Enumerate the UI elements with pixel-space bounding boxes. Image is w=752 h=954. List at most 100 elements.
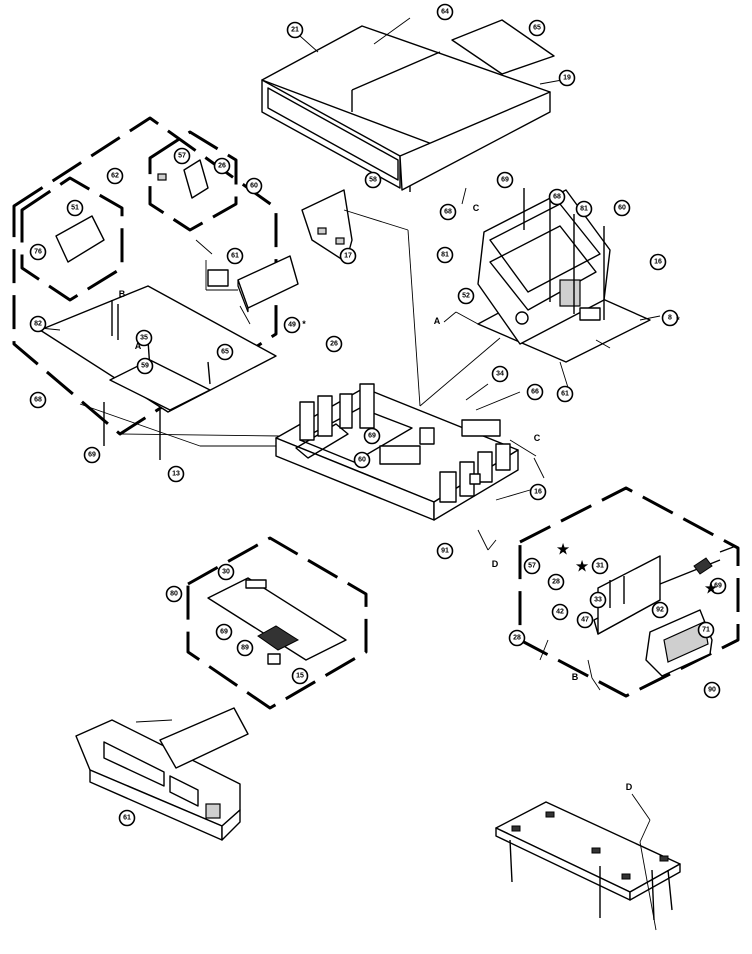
- part-callout: 33: [589, 591, 607, 609]
- part-callout: 80: [165, 585, 183, 603]
- part-callout: 60: [245, 177, 263, 195]
- callout-circle: [548, 188, 566, 206]
- callout-circle: [118, 809, 136, 827]
- callout-circle: [364, 171, 382, 189]
- callout-circle: [613, 199, 631, 217]
- part-callout: 59: [136, 357, 154, 375]
- asterisk-mark: *: [676, 315, 680, 325]
- part-callout: 69: [496, 171, 514, 189]
- callout-number: 76: [34, 249, 42, 256]
- callout-number: 69: [88, 452, 96, 459]
- part-callout: 51: [66, 199, 84, 217]
- part-callout: 21: [286, 21, 304, 39]
- callout-number: 68: [444, 209, 452, 216]
- front-panel: [75, 707, 249, 841]
- part-callout: 81: [575, 200, 593, 218]
- circuit-board-group-outline: [12, 116, 278, 436]
- part-callout: 64: [436, 3, 454, 21]
- asterisk-mark: *: [302, 319, 306, 329]
- callout-circle: [556, 385, 574, 403]
- callout-number: 65: [221, 349, 229, 356]
- callout-number: 71: [702, 627, 710, 634]
- callout-circle: [589, 591, 607, 609]
- callout-number: 90: [708, 687, 716, 694]
- part-callout: 16: [649, 253, 667, 271]
- part-callout: 90: [703, 681, 721, 699]
- drum-mechanism: [477, 188, 651, 363]
- callout-number: 69: [368, 433, 376, 440]
- callout-circle: [591, 557, 609, 575]
- callout-number: 81: [441, 252, 449, 259]
- reference-letter: C: [473, 203, 480, 213]
- part-callout: 16: [529, 483, 547, 501]
- callout-number: 64: [441, 9, 449, 16]
- part-callout: 26: [325, 335, 343, 353]
- callout-circle: [526, 383, 544, 401]
- callout-number: 47: [581, 617, 589, 624]
- reference-letter: D: [492, 559, 499, 569]
- part-callout: 35: [135, 329, 153, 347]
- part-callout: 8: [661, 309, 679, 327]
- callout-number: 28: [552, 579, 560, 586]
- star-mark: ★: [556, 540, 570, 559]
- callout-number: 28: [513, 635, 521, 642]
- part-callout: 31: [591, 557, 609, 575]
- callout-circle: [245, 177, 263, 195]
- callout-circle: [283, 316, 301, 334]
- part-callout: 52: [457, 287, 475, 305]
- main-chassis: [275, 383, 519, 521]
- callout-circle: [29, 391, 47, 409]
- callout-circle: [709, 577, 727, 595]
- callout-circle: [226, 247, 244, 265]
- part-callout: 65: [216, 343, 234, 361]
- callout-circle: [529, 483, 547, 501]
- callout-number: 49: [288, 322, 296, 329]
- reference-letter: A: [135, 341, 142, 351]
- callout-circle: [216, 343, 234, 361]
- callout-number: 8: [668, 315, 672, 322]
- top-cover: [261, 25, 551, 192]
- small-module-board: [55, 215, 105, 263]
- callout-circle: [29, 315, 47, 333]
- callout-circle: [106, 167, 124, 185]
- bracket-group-outline: [148, 130, 238, 232]
- star-mark: ★: [704, 579, 718, 598]
- part-callout: 57: [173, 147, 191, 165]
- part-callout: 34: [491, 365, 509, 383]
- callout-circle: [29, 243, 47, 261]
- callout-circle: [661, 309, 679, 327]
- part-callout: 69: [363, 427, 381, 445]
- callout-circle: [167, 465, 185, 483]
- callout-number: 15: [296, 673, 304, 680]
- part-callout: 19: [558, 69, 576, 87]
- front-board-group-outline: [186, 536, 368, 710]
- callout-circle: [436, 246, 454, 264]
- part-callout: 62: [106, 167, 124, 185]
- callout-number: 57: [528, 563, 536, 570]
- callout-circle: [213, 157, 231, 175]
- part-callout: 89: [236, 639, 254, 657]
- reference-letter: B: [572, 672, 579, 682]
- callout-circle: [547, 573, 565, 591]
- callout-circle: [325, 335, 343, 353]
- callout-circle: [496, 171, 514, 189]
- callout-number: 60: [250, 183, 258, 190]
- callout-number: 66: [531, 389, 539, 396]
- callout-number: 26: [218, 163, 226, 170]
- connector-module: [237, 255, 299, 309]
- callout-circle: [291, 667, 309, 685]
- callout-circle: [236, 639, 254, 657]
- callout-number: 68: [34, 397, 42, 404]
- part-callout: 60: [613, 199, 631, 217]
- callout-circle: [457, 287, 475, 305]
- callout-number: 81: [580, 206, 588, 213]
- callout-circle: [439, 203, 457, 221]
- callout-circle: [697, 621, 715, 639]
- callout-circle: [508, 629, 526, 647]
- callout-number: 80: [170, 591, 178, 598]
- reference-letter: A: [434, 316, 441, 326]
- callout-number: 33: [594, 597, 602, 604]
- callout-circle: [136, 357, 154, 375]
